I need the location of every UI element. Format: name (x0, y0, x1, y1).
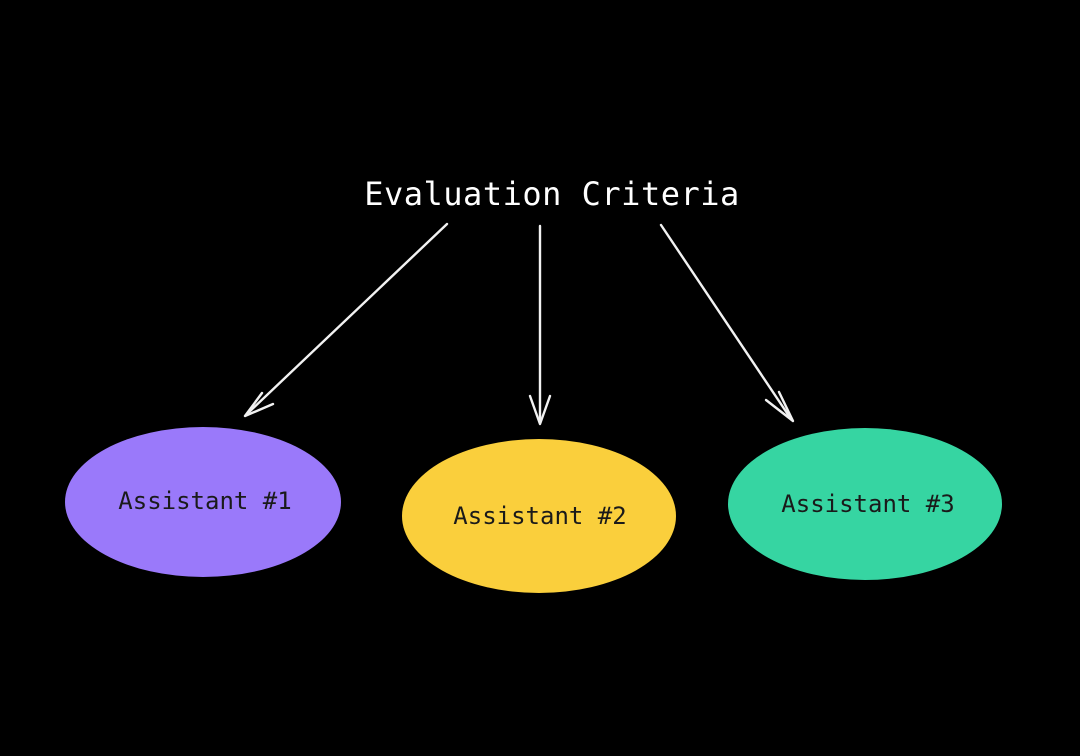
edge-to-assistant-1 (243, 222, 449, 418)
ellipse-shape-assistant-2[interactable] (402, 439, 676, 593)
node-group: Assistant #1 Assistant #2 Assistant #3 (65, 427, 1002, 593)
page-title: Evaluation Criteria (364, 175, 740, 213)
node-label-assistant-2: Assistant #2 (453, 502, 626, 530)
arrowhead-icon (243, 391, 275, 418)
edge-line (245, 222, 449, 416)
arrowhead-icon (528, 394, 552, 426)
edge-to-assistant-2 (528, 224, 552, 426)
edge-to-assistant-3 (659, 223, 795, 423)
node-label-assistant-1: Assistant #1 (118, 487, 291, 515)
node-assistant-3[interactable]: Assistant #3 (728, 428, 1002, 580)
node-assistant-2[interactable]: Assistant #2 (402, 439, 676, 593)
edge-group (243, 222, 795, 426)
arrowhead-icon (764, 390, 795, 423)
edge-line (659, 223, 793, 421)
ellipse-shape-assistant-3[interactable] (728, 428, 1002, 580)
ellipse-shape-assistant-1[interactable] (65, 427, 341, 577)
node-assistant-1[interactable]: Assistant #1 (65, 427, 341, 577)
node-label-assistant-3: Assistant #3 (781, 490, 954, 518)
node-evaluation-criteria[interactable]: Evaluation Criteria (364, 175, 740, 213)
